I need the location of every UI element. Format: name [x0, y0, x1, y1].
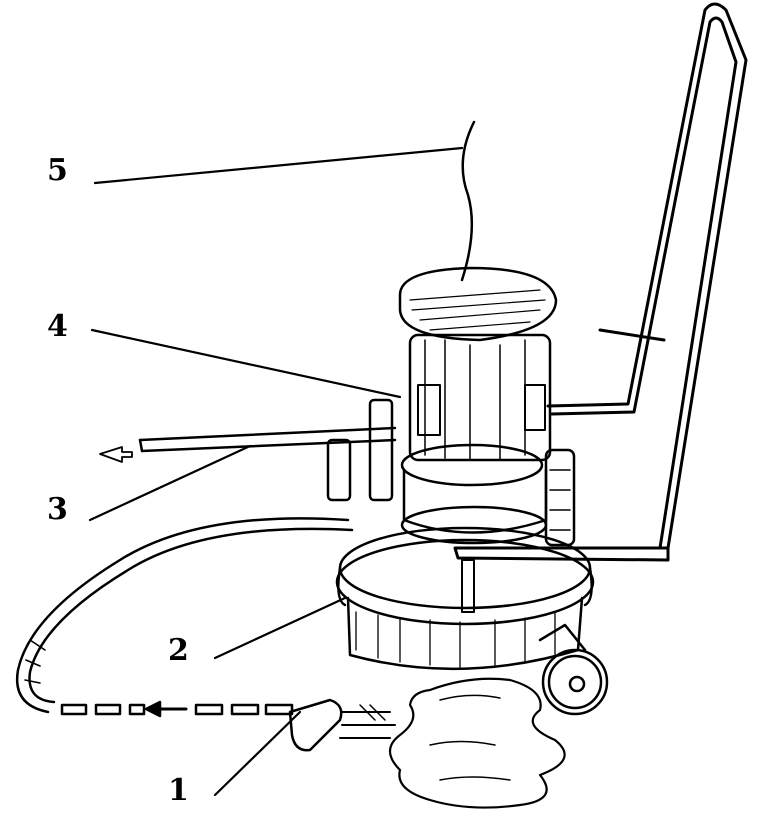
tank [335, 526, 595, 671]
leader-line-2 [213, 596, 347, 660]
wheel [538, 623, 609, 716]
power-cable [460, 120, 476, 282]
suction-hose [15, 517, 354, 714]
exhaust-hose [99, 426, 397, 463]
spill [388, 677, 566, 809]
callout-3: 3 [47, 492, 68, 527]
suction-nozzle [288, 698, 396, 752]
leader-line-3 [88, 444, 252, 522]
callout-1: 1 [168, 773, 189, 808]
leader-line-1 [213, 710, 302, 797]
flow-arrow [60, 700, 294, 718]
callout-5: 5 [47, 153, 68, 188]
leader-lines [88, 146, 464, 797]
handle-frame [453, 2, 748, 562]
leader-line-4 [90, 328, 402, 399]
callout-4: 4 [47, 309, 68, 344]
leader-line-5 [93, 146, 464, 185]
electric-motor [326, 266, 576, 547]
callout-2: 2 [168, 633, 189, 668]
